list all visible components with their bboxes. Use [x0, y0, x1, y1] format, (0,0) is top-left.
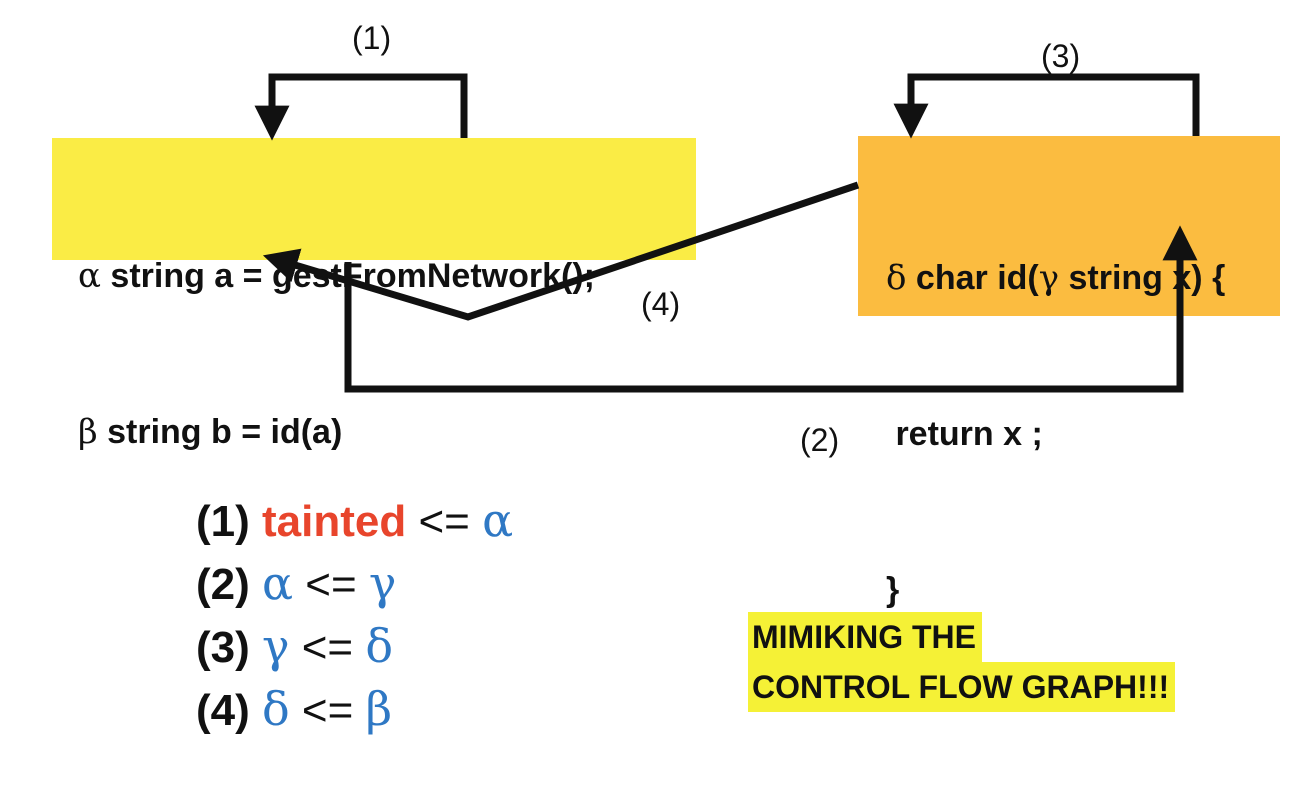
code-text: string b = id(a): [97, 413, 343, 451]
rule-number: (4): [196, 686, 262, 735]
gamma-label: γ: [1038, 258, 1060, 298]
beta-symbol: β: [365, 682, 393, 736]
note-line: CONTROL FLOW GRAPH!!!: [748, 662, 1176, 712]
edge-2-arrow: [344, 225, 1198, 393]
delta-symbol: δ: [262, 682, 290, 736]
edge-4-label: (4): [641, 286, 681, 322]
alpha-symbol: α: [482, 493, 514, 547]
edge-3-label: (3): [1041, 38, 1081, 74]
gamma-symbol: γ: [368, 556, 397, 610]
rule-operator: <=: [293, 560, 369, 609]
note-line: MIMIKING THE: [748, 612, 982, 662]
code-line-close-brace: }: [886, 571, 900, 609]
edge-1-arrow: [254, 73, 468, 141]
constraint-list: (1) tainted <= α (2) α <= γ (3) γ <= δ (…: [196, 490, 513, 742]
code-line-return: return x ;: [886, 415, 1043, 453]
tainted-label: tainted: [262, 497, 407, 546]
gamma-symbol: γ: [262, 619, 290, 673]
edge-1-label: (1): [352, 20, 392, 56]
rule-operator: <=: [289, 623, 366, 672]
rule-operator: <=: [289, 686, 366, 735]
rule-operator: <=: [406, 497, 483, 546]
alpha-label: α: [78, 256, 101, 296]
edge-3-arrow: [893, 73, 1200, 139]
rule-number: (1): [196, 497, 262, 546]
code-line-beta: β string b = id(a): [78, 406, 696, 458]
callee-code-box: δ char id(γ string x) { return x ; }: [858, 136, 1280, 609]
delta-label: δ: [886, 258, 907, 298]
constraint-rule: (4) δ <= β: [196, 679, 513, 739]
alpha-symbol: α: [262, 556, 294, 610]
rule-number: (2): [196, 560, 262, 609]
beta-label: β: [78, 412, 98, 452]
edge-4-arrow: [262, 181, 860, 321]
edge-2-label: (2): [800, 422, 840, 458]
constraint-rule: (1) tainted <= α: [196, 490, 513, 550]
highlighted-note: MIMIKING THE CONTROL FLOW GRAPH!!!: [748, 612, 1176, 712]
code-text: char id(: [906, 259, 1039, 297]
constraint-rule: (2) α <= γ: [196, 553, 513, 613]
constraint-rule: (3) γ <= δ: [196, 616, 513, 676]
rule-number: (3): [196, 623, 262, 672]
delta-symbol: δ: [365, 619, 394, 673]
